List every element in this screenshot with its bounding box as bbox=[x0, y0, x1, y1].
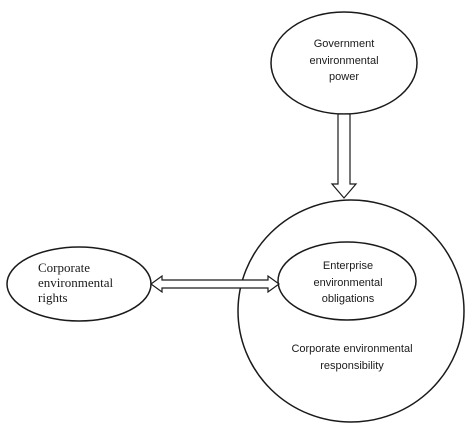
government-label: Government environmental power bbox=[284, 36, 404, 86]
rights-label-line-1: Corporate bbox=[38, 260, 90, 275]
rights-label: Corporate environmental rights bbox=[38, 260, 148, 306]
government-label-line-2: environmental bbox=[309, 54, 379, 67]
responsibility-label: Corporate environmental responsibility bbox=[272, 341, 432, 374]
rights-label-line-2: environmental bbox=[38, 274, 114, 290]
responsibility-label-line-1: Corporate environmental bbox=[291, 343, 413, 355]
rights-label-line-3: rights bbox=[38, 289, 68, 305]
obligations-label: Enterprise environmental obligations bbox=[293, 258, 403, 308]
down-arrow bbox=[330, 113, 358, 199]
government-label-line-1: Government bbox=[313, 38, 375, 50]
obligations-label-line-3: obligations bbox=[321, 293, 375, 305]
responsibility-label-line-2: responsibility bbox=[320, 359, 384, 372]
obligations-ellipse bbox=[277, 241, 417, 321]
government-label-line-3: power bbox=[329, 71, 359, 83]
obligations-label-line-2: environmental bbox=[313, 276, 383, 289]
double-arrow bbox=[149, 274, 281, 294]
obligations-label-line-1: Enterprise bbox=[322, 260, 374, 272]
